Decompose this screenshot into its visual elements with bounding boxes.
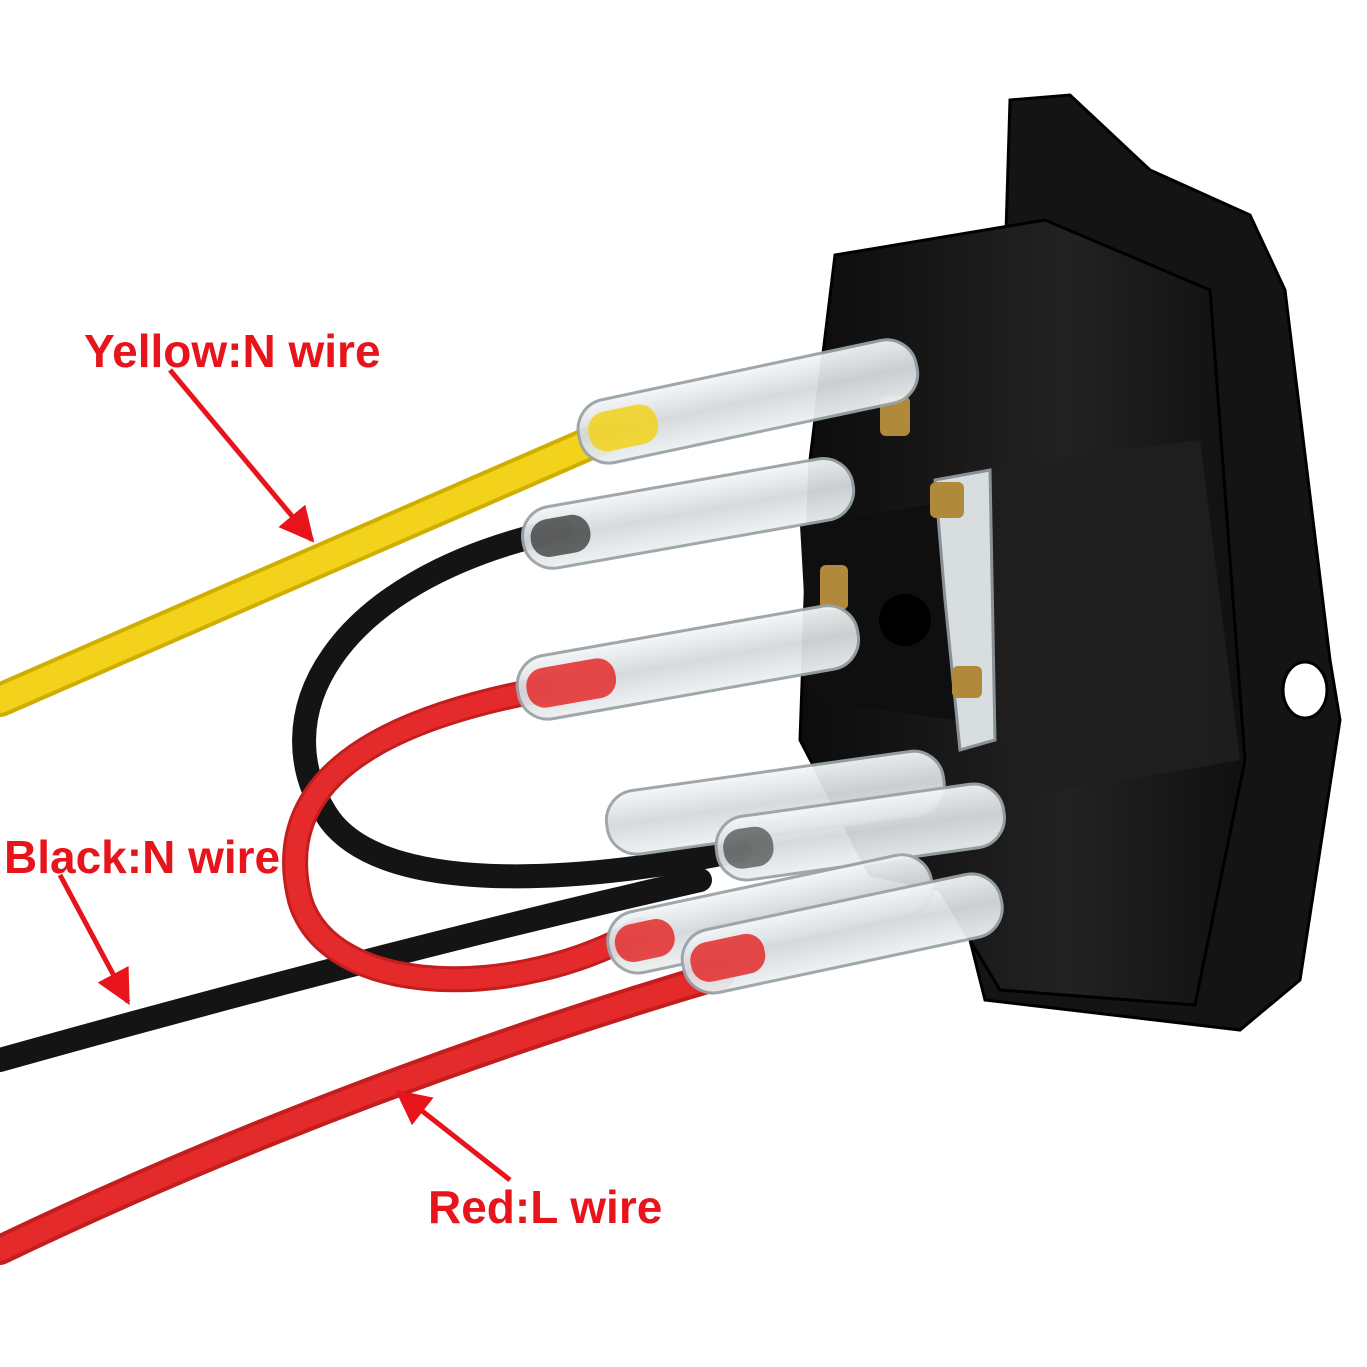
- black-wire-label: Black:N wire: [4, 831, 281, 883]
- socket-center-hole: [879, 594, 931, 646]
- terminal-sleeve: [520, 457, 856, 570]
- red-wire-label: Red:L wire: [428, 1181, 663, 1233]
- red-wire-arrow-icon: [395, 1089, 512, 1182]
- red-wire: [0, 677, 735, 1265]
- mounting-hole: [1281, 660, 1329, 720]
- yellow-wire-arrow-icon: [168, 368, 315, 543]
- yellow-wire-label: Yellow:N wire: [84, 325, 381, 377]
- terminal-sleeve: [680, 872, 1004, 995]
- terminal-sleeve: [515, 604, 861, 721]
- terminal-sleeves: [515, 338, 1006, 995]
- black-wire-arrow-icon: [57, 873, 131, 1006]
- terminal-sleeve: [576, 338, 920, 465]
- yellow-wire: [0, 413, 637, 717]
